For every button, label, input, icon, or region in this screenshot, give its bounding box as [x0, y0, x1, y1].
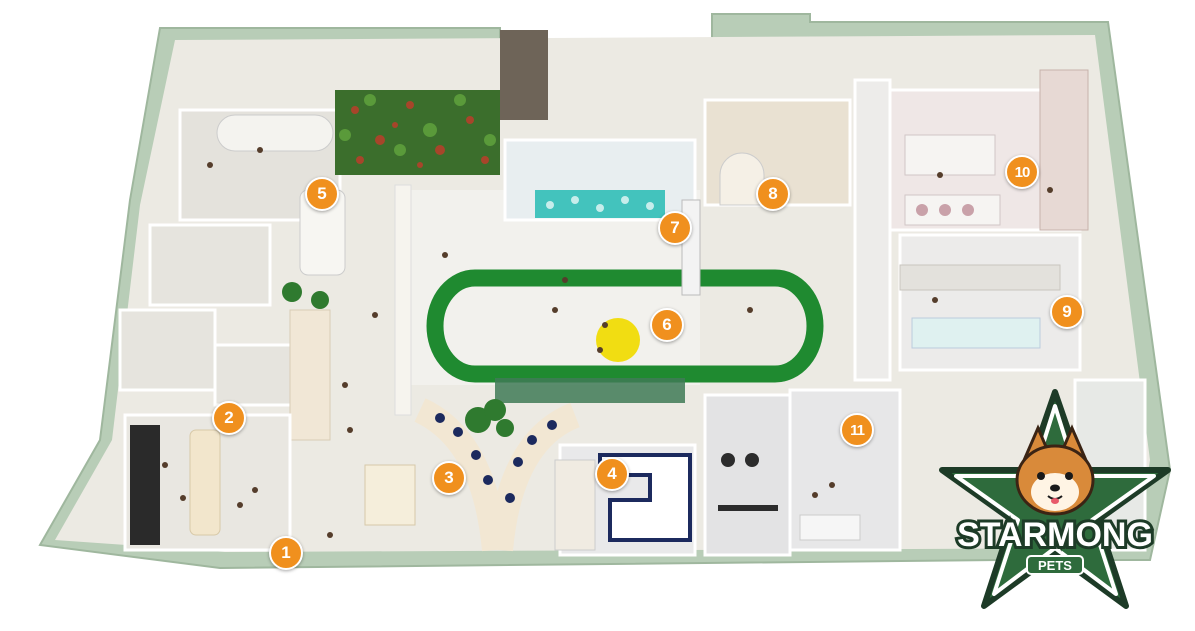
marker-6[interactable]: 6 [650, 308, 684, 342]
arch [719, 152, 765, 206]
starmong-logo: STARMONG PETS [930, 388, 1180, 618]
figures [162, 147, 1053, 538]
dog-icon [1015, 424, 1095, 516]
marker-8[interactable]: 8 [756, 177, 790, 211]
logo-wordmark: STARMONG [957, 516, 1153, 554]
room-9-shelves [899, 264, 1061, 291]
marker-7[interactable]: 7 [658, 211, 692, 245]
marker-4[interactable]: 4 [595, 457, 629, 491]
lounge-seating [414, 398, 581, 552]
marker-9[interactable]: 9 [1050, 295, 1084, 329]
room-left-2 [118, 308, 217, 392]
room-wash [703, 393, 792, 557]
marker-1[interactable]: 1 [269, 536, 303, 570]
lounge-tables [364, 464, 416, 526]
room-9-tub [911, 317, 1041, 349]
pillar-wall [289, 309, 331, 441]
logo-mark: STARMONG PETS [939, 389, 1171, 609]
room-left-1 [148, 223, 272, 307]
reception-dark-wall [130, 425, 160, 545]
marker-10[interactable]: 10 [1005, 155, 1039, 189]
logo-sub: PETS [1038, 558, 1072, 573]
marker-5[interactable]: 5 [305, 177, 339, 211]
marker-2[interactable]: 2 [212, 401, 246, 435]
kennel-shelves [1039, 69, 1089, 231]
turf-track [426, 269, 824, 383]
room-right-2 [853, 78, 892, 382]
room-left-3 [213, 343, 297, 407]
cafe-booth [216, 114, 334, 152]
plants [282, 282, 514, 437]
marker-3[interactable]: 3 [432, 461, 466, 495]
reception-desk [189, 429, 221, 536]
room-11-desk [799, 514, 861, 541]
marker-11[interactable]: 11 [840, 413, 874, 447]
grooming-unit-top [904, 134, 996, 176]
shop-table [554, 459, 596, 551]
glass-divider [495, 378, 685, 403]
shaft [500, 30, 548, 120]
play-spot [596, 318, 640, 362]
play-area-left-wall [394, 184, 412, 416]
